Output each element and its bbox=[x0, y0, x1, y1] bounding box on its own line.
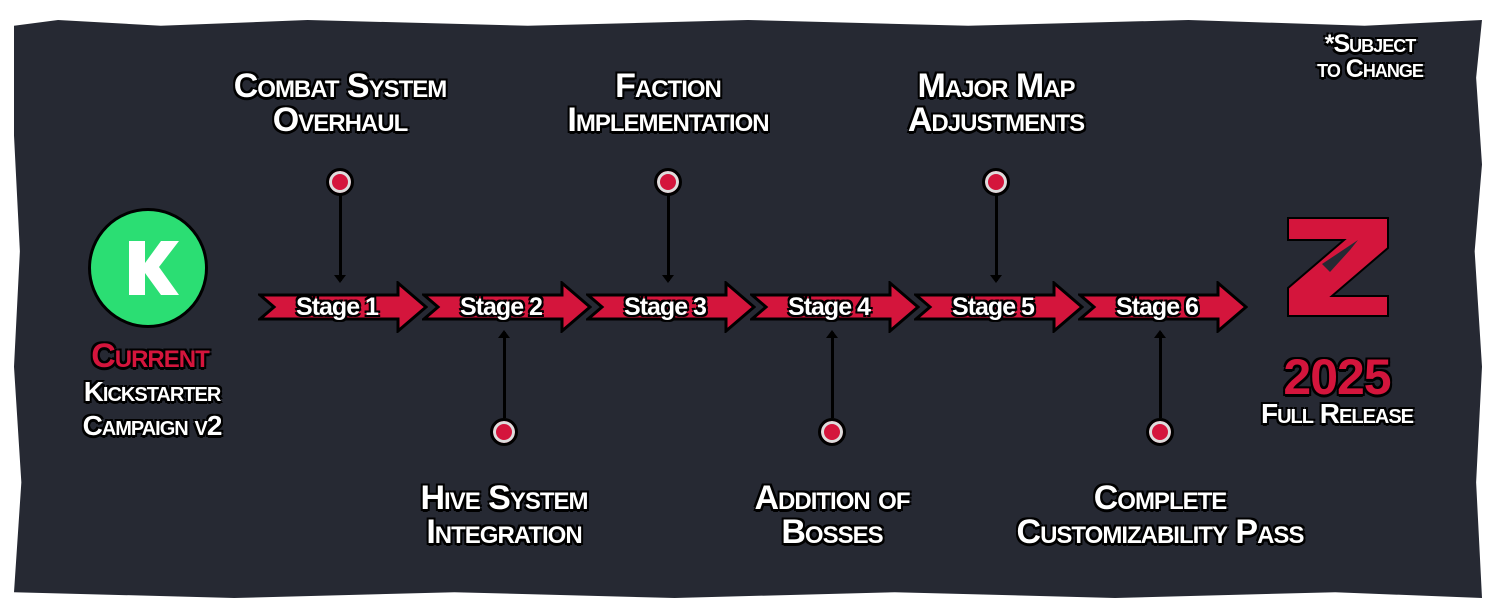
stage-label: Stage 3 bbox=[624, 293, 707, 321]
arrow-shape bbox=[750, 281, 920, 333]
kickstarter-logo-icon bbox=[88, 208, 208, 328]
milestone-label-line: Hive System bbox=[420, 479, 588, 517]
milestone-pin-icon bbox=[326, 168, 354, 196]
connector-line bbox=[661, 195, 674, 283]
game-z-logo-icon bbox=[1282, 212, 1394, 325]
current-line1: Kickstarter bbox=[83, 376, 222, 407]
stage-arrow-2: Stage 2 bbox=[422, 281, 592, 333]
milestone-pin-icon bbox=[818, 418, 846, 446]
connector-line bbox=[497, 330, 510, 418]
milestone-label-line: Adjustments bbox=[907, 101, 1085, 139]
arrow-shape bbox=[1078, 281, 1248, 333]
milestone-label-line: Integration bbox=[426, 513, 582, 551]
milestone-label-line: Implementation bbox=[567, 101, 769, 139]
stage-label: Stage 1 bbox=[296, 293, 379, 321]
stage-label: Stage 6 bbox=[1116, 293, 1199, 321]
milestone-label-line: Bosses bbox=[781, 513, 883, 551]
current-title: Current bbox=[91, 337, 210, 375]
milestone-label-line: Complete bbox=[1093, 479, 1228, 517]
stage-arrow-6: Stage 6 bbox=[1078, 281, 1248, 333]
connector-line bbox=[333, 195, 346, 283]
milestone-pin-icon bbox=[1146, 418, 1174, 446]
milestone-label-line: Addition of bbox=[754, 479, 911, 517]
connector-line bbox=[825, 330, 838, 418]
milestone-label-line: Faction bbox=[615, 67, 722, 105]
stage-arrow-4: Stage 4 bbox=[750, 281, 920, 333]
stage-arrow-5: Stage 5 bbox=[914, 281, 1084, 333]
stage-arrow-1: Stage 1 bbox=[258, 281, 428, 333]
arrow-shape bbox=[422, 281, 592, 333]
milestone-label-line: Combat System bbox=[233, 67, 448, 105]
milestone-label-line: Major Map bbox=[917, 67, 1075, 105]
stage-label: Stage 4 bbox=[788, 293, 871, 321]
connector-line bbox=[989, 195, 1002, 283]
release-year: 2025 bbox=[1283, 349, 1391, 405]
arrow-shape bbox=[586, 281, 756, 333]
milestone-pin-icon bbox=[982, 168, 1010, 196]
stage-label: Stage 5 bbox=[952, 293, 1035, 321]
subject-to-change-note: *Subject to Change bbox=[1317, 30, 1424, 83]
current-line2: Campaign v2 bbox=[82, 410, 223, 441]
arrow-shape bbox=[914, 281, 1084, 333]
stage-arrow-3: Stage 3 bbox=[586, 281, 756, 333]
arrow-shape bbox=[258, 281, 428, 333]
release-label: Full Release bbox=[1261, 398, 1414, 429]
stage-label: Stage 2 bbox=[460, 293, 543, 321]
milestone-label-line: Overhaul bbox=[272, 101, 408, 139]
milestone-label-line: Customizability Pass bbox=[1016, 513, 1305, 551]
connector-line bbox=[1153, 330, 1166, 418]
milestone-pin-icon bbox=[490, 418, 518, 446]
milestone-pin-icon bbox=[654, 168, 682, 196]
